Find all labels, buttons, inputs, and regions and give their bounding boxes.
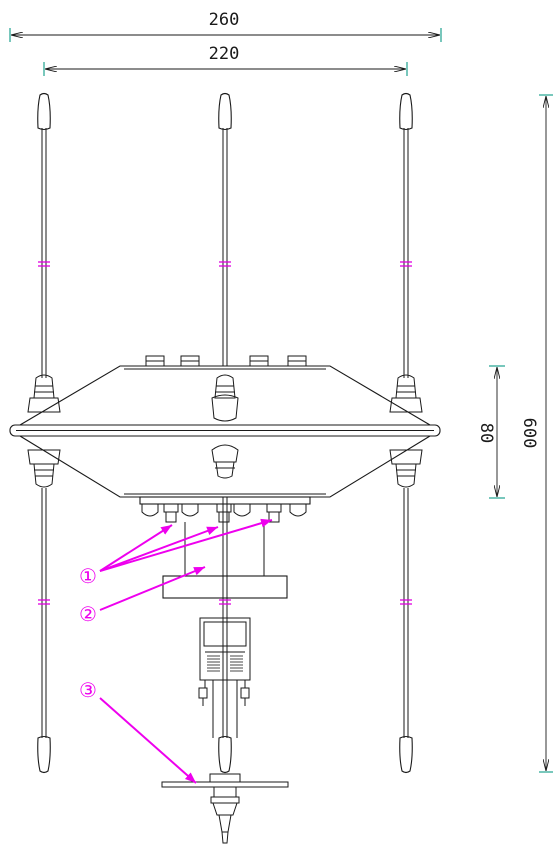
callout-1-label: ① (79, 564, 97, 588)
dimension-body-height (489, 365, 505, 499)
rod-joint-marks (38, 261, 412, 605)
callout-arrows (99, 518, 273, 784)
bottom-connectors (141, 503, 307, 576)
top-nuts (145, 355, 307, 367)
total-height-label: 600 (519, 418, 539, 449)
body-height-label: 80 (476, 423, 496, 443)
rod-glands (27, 374, 423, 488)
antenna-rods (41, 128, 409, 738)
antenna-body (9, 365, 441, 505)
mounting-box (162, 575, 288, 599)
dimension-overall-width (9, 28, 442, 42)
callout-3-label: ③ (79, 678, 97, 702)
dimension-spacing-width (43, 62, 408, 76)
dimension-total-height (539, 94, 553, 773)
balun-assembly (198, 617, 251, 738)
overall-width-label: 260 (209, 10, 240, 30)
bottom-flange (161, 773, 289, 844)
spacing-width-label: 220 (209, 44, 240, 64)
callout-2-label: ② (79, 602, 97, 626)
rod-tips (37, 92, 413, 774)
